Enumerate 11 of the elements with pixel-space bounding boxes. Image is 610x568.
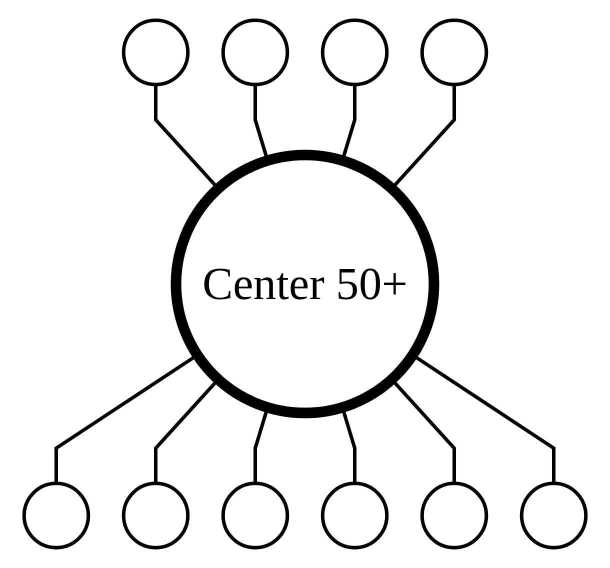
node-circle: [420, 482, 488, 550]
node-circle: [221, 18, 290, 86]
node-circle: [320, 482, 389, 550]
node-circle: Center 50+: [170, 150, 440, 418]
node-circle: [320, 18, 389, 86]
node-circle: [420, 18, 488, 86]
node-circle: [122, 18, 190, 86]
node-circle: [221, 482, 290, 550]
node-circle: [520, 482, 588, 550]
node-circle: [122, 482, 190, 550]
node-circle: [22, 482, 90, 550]
